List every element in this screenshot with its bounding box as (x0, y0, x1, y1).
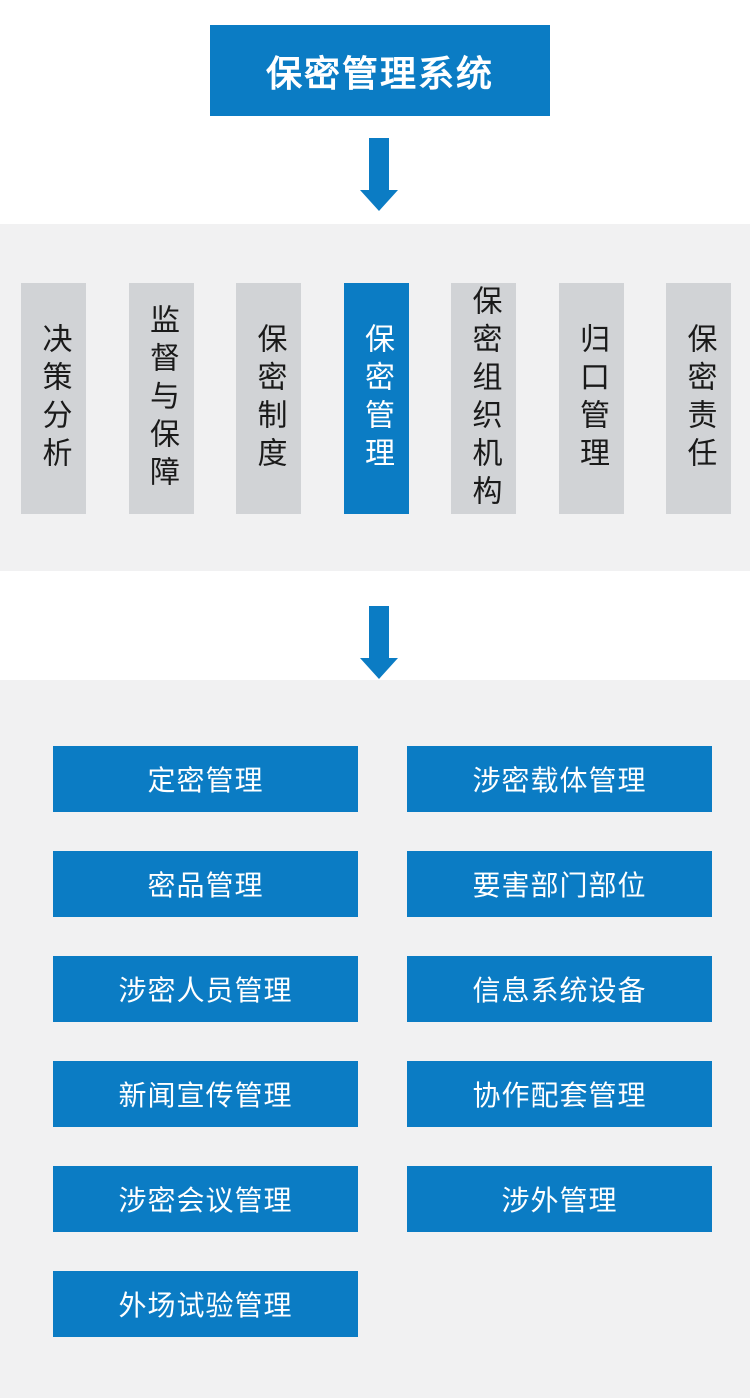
down-arrow-icon (360, 138, 398, 211)
module-classification-management[interactable]: 定密管理 (53, 746, 358, 812)
module-label: 新闻宣传管理 (118, 1080, 293, 1111)
module-label: 涉密会议管理 (118, 1185, 293, 1216)
category-label: 决策分析 (37, 322, 71, 475)
module-carrier-management[interactable]: 涉密载体管理 (407, 746, 712, 812)
module-label: 外场试验管理 (118, 1290, 293, 1321)
category-label: 保密制度 (252, 322, 286, 475)
module-label: 协作配套管理 (472, 1080, 647, 1111)
module-key-departments[interactable]: 要害部门部位 (407, 851, 712, 917)
system-title: 保密管理系统 (265, 52, 494, 94)
category-label: 保密组织机构 (467, 284, 501, 513)
module-foreign-affairs-management[interactable]: 涉外管理 (407, 1166, 712, 1232)
category-label: 归口管理 (575, 322, 608, 475)
module-news-publicity-management[interactable]: 新闻宣传管理 (53, 1061, 358, 1127)
module-label: 密品管理 (147, 870, 264, 901)
system-title-box: 保密管理系统 (210, 25, 550, 116)
module-label: 涉密载体管理 (472, 765, 647, 796)
category-label: 监督与保障 (145, 303, 178, 494)
module-field-test-management[interactable]: 外场试验管理 (53, 1271, 358, 1337)
category-columns: 决策分析 监督与保障 保密制度 保密管理 保密组织机构 归口管理 保密责任 (21, 283, 731, 514)
module-label: 定密管理 (147, 765, 264, 796)
category-confidentiality-system[interactable]: 保密制度 (236, 283, 301, 514)
module-secret-product-management[interactable]: 密品管理 (53, 851, 358, 917)
category-organization-structure[interactable]: 保密组织机构 (451, 283, 516, 514)
category-label: 保密责任 (682, 322, 716, 475)
module-info-system-equipment[interactable]: 信息系统设备 (407, 956, 712, 1022)
module-personnel-management[interactable]: 涉密人员管理 (53, 956, 358, 1022)
category-supervision-support[interactable]: 监督与保障 (128, 283, 194, 514)
module-label: 涉外管理 (501, 1185, 618, 1216)
category-confidentiality-management[interactable]: 保密管理 (343, 283, 409, 514)
module-grid: 定密管理 密品管理 涉密人员管理 新闻宣传管理 涉密会议管理 外场试验管理 涉密… (0, 680, 750, 1398)
category-centralized-management[interactable]: 归口管理 (558, 283, 624, 514)
module-label: 要害部门部位 (472, 870, 647, 901)
category-decision-analysis[interactable]: 决策分析 (21, 283, 86, 514)
module-meeting-management[interactable]: 涉密会议管理 (53, 1166, 358, 1232)
category-confidentiality-responsibility[interactable]: 保密责任 (666, 283, 731, 514)
category-band: 决策分析 监督与保障 保密制度 保密管理 保密组织机构 归口管理 保密责任 (0, 224, 750, 571)
down-arrow-icon (360, 606, 398, 679)
category-label: 保密管理 (360, 322, 393, 475)
module-label: 涉密人员管理 (118, 975, 293, 1006)
module-column-right: 涉密载体管理 要害部门部位 信息系统设备 协作配套管理 涉外管理 (407, 746, 712, 1232)
module-collaboration-management[interactable]: 协作配套管理 (407, 1061, 712, 1127)
module-column-left: 定密管理 密品管理 涉密人员管理 新闻宣传管理 涉密会议管理 外场试验管理 (53, 746, 358, 1337)
module-label: 信息系统设备 (472, 975, 647, 1006)
